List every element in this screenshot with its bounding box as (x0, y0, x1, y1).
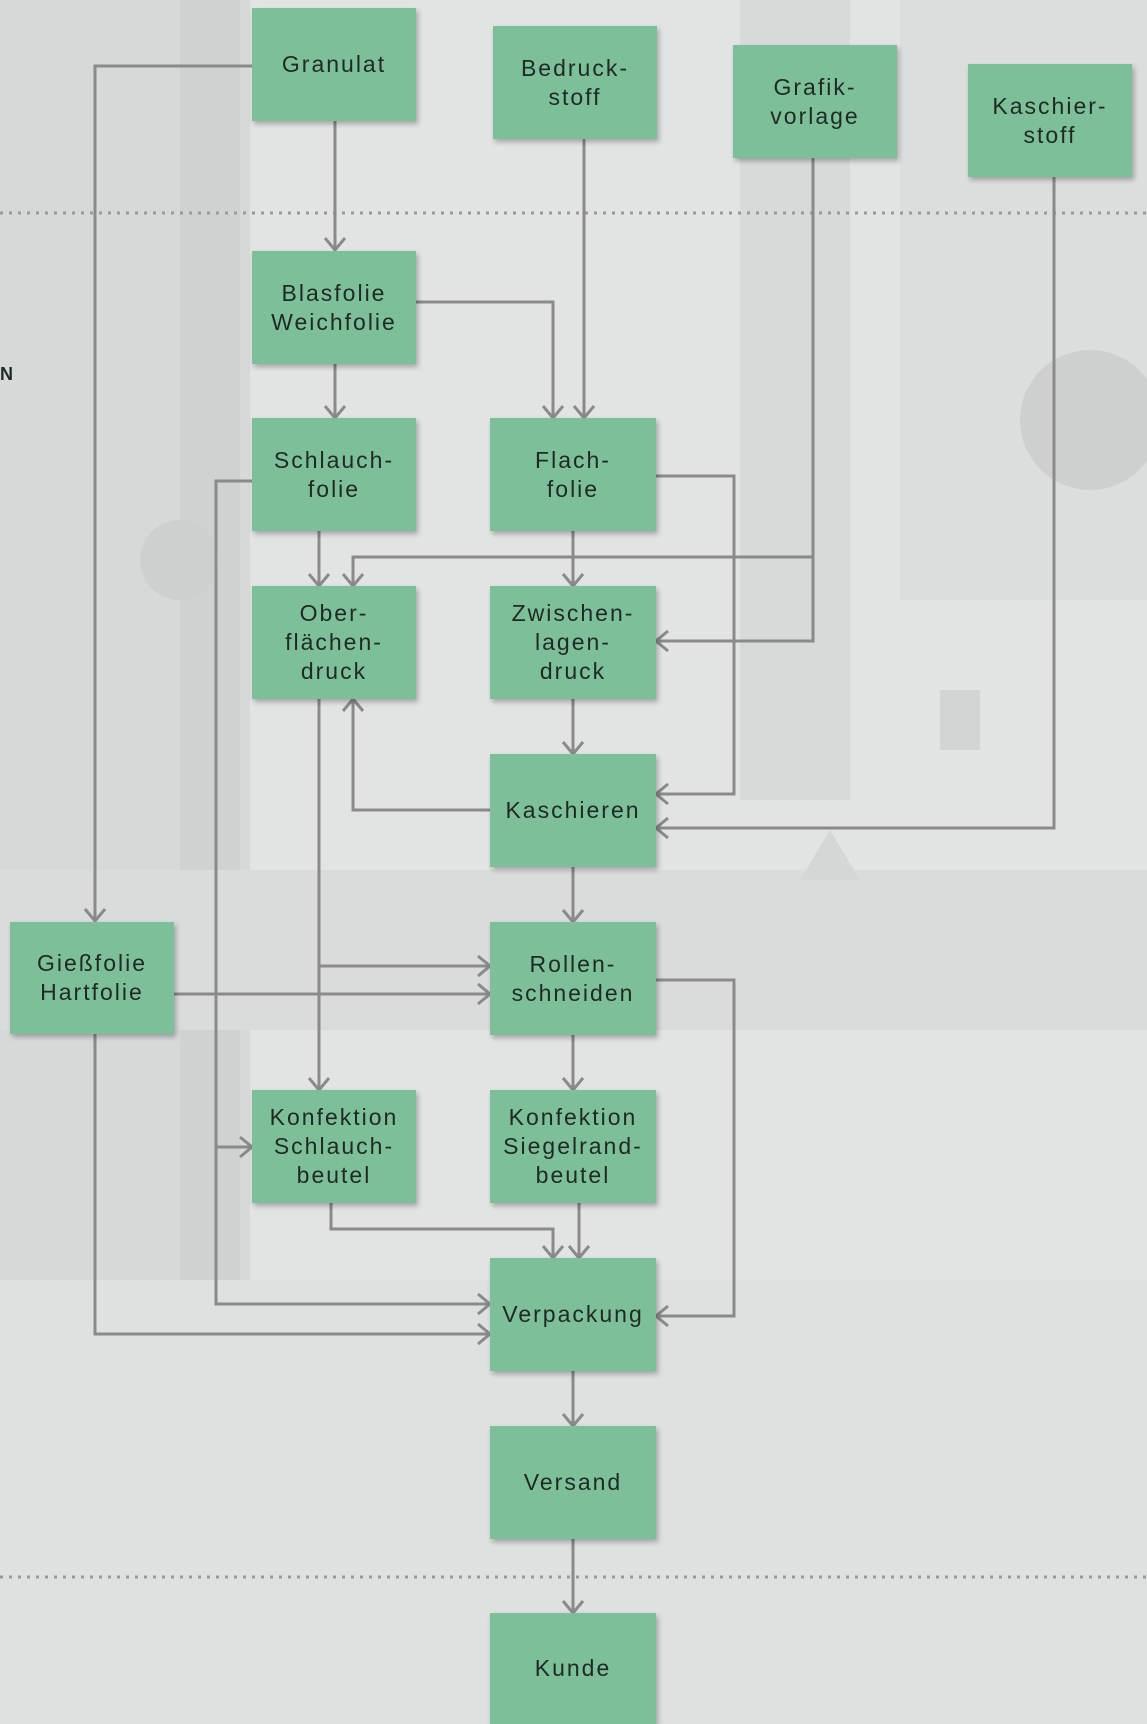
node-rollenschneiden: Rollen- schneiden (490, 922, 656, 1035)
arrowhead (323, 237, 347, 253)
node-zwischenlagendruck: Zwischen- lagen- druck (490, 586, 656, 699)
side-label: N (0, 364, 13, 384)
edge-schlauchfolie-verpackung (214, 479, 490, 1306)
node-konfektion-schlauchbeutel: Konfektion Schlauch- beutel (252, 1090, 416, 1203)
node-kaschieren: Kaschieren (490, 754, 656, 867)
edge-konfektion-schlauch-verpackung (329, 1203, 555, 1258)
node-blasfolie: Blasfolie Weichfolie (252, 251, 416, 364)
arrowhead (83, 908, 107, 924)
node-bedruckstoff: Bedruck- stoff (493, 26, 657, 139)
edge-flachfolie-kaschieren (656, 474, 736, 796)
node-granulat: Granulat (252, 8, 416, 121)
node-giessfolie: Gießfolie Hartfolie (10, 922, 174, 1034)
edge-kaschieren-oberflaechendruck (351, 699, 490, 812)
node-verpackung: Verpackung (490, 1258, 656, 1371)
node-grafikvorlage: Grafik- vorlage (733, 45, 897, 158)
edge-granulat-giessfolie (93, 64, 253, 921)
node-flachfolie: Flach- folie (490, 418, 656, 531)
edge-rollenschneiden-verpackung (656, 978, 736, 1318)
node-konfektion-siegelrandbeutel: Konfektion Siegelrand- beutel (490, 1090, 656, 1203)
arrowhead (341, 696, 365, 712)
node-schlauchfolie: Schlauch- folie (252, 418, 416, 531)
edge-kaschierstoff-kaschieren (656, 177, 1056, 830)
node-kunde: Kunde (490, 1613, 656, 1724)
arrowhead (653, 1304, 669, 1328)
arrowhead (653, 782, 669, 806)
edge-grafik-oberflaechendruck (351, 555, 813, 586)
arrowhead (653, 816, 669, 840)
edge-grafik-zwischenlagendruck (656, 158, 815, 643)
edge-giessfolie-verpackung (93, 1034, 490, 1336)
arrowhead (653, 629, 669, 653)
node-kaschierstoff: Kaschier- stoff (968, 64, 1132, 177)
node-versand: Versand (490, 1426, 656, 1539)
edge-blasfolie-flachfolie (416, 300, 555, 418)
node-oberflaechendruck: Ober- flächen- druck (252, 586, 416, 699)
